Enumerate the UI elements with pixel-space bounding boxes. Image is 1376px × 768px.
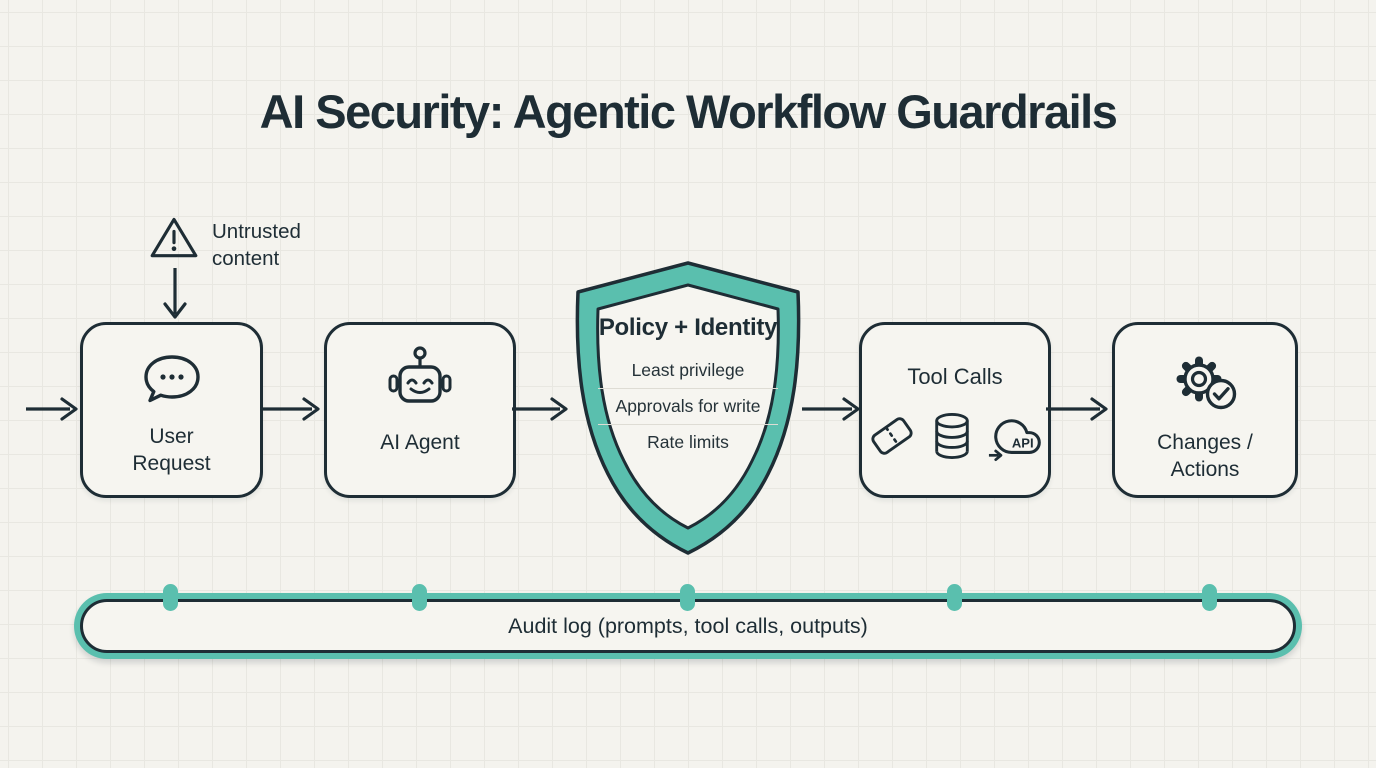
node-changes-actions-label: Changes / Actions [1157, 431, 1253, 481]
gear-check-icon [1176, 356, 1237, 410]
node-user-request-label: User Request [132, 425, 211, 475]
guardrail-least-privilege: Least privilege [631, 360, 745, 380]
guardrail-rate-limits: Rate limits [598, 424, 778, 460]
node-tool-calls-label: Tool Calls [907, 364, 1003, 389]
flow-arrow-2 [512, 397, 568, 421]
audit-connector-tick [412, 584, 427, 611]
audit-connector-tick [163, 584, 178, 611]
node-tool-calls: Tool Calls API [859, 322, 1051, 498]
shield-icon [575, 261, 801, 555]
untrusted-content-label: Untrusted content [212, 220, 301, 270]
flow-entry-arrow [26, 397, 78, 421]
node-changes-actions: Changes / Actions [1112, 322, 1298, 498]
flow-arrow-1 [260, 397, 320, 421]
api-badge-label: API [1012, 436, 1034, 451]
flow-arrow-3 [802, 397, 860, 421]
speech-bubble-icon [143, 355, 200, 403]
audit-log-label: Audit log (prompts, tool calls, outputs) [508, 613, 868, 638]
node-user-request: User Request [80, 322, 263, 498]
untrusted-down-arrow [163, 268, 187, 319]
cloud-api-icon: API [988, 419, 1041, 462]
guardrail-approvals: Approvals for write [598, 388, 778, 424]
page-title: AI Security: Agentic Workflow Guardrails [259, 85, 1118, 138]
ticket-icon [871, 417, 913, 455]
node-policy-identity: Policy + Identity Least privilege Approv… [564, 258, 812, 558]
robot-icon [388, 346, 452, 403]
audit-connector-tick [1202, 584, 1217, 611]
audit-connector-tick [680, 584, 695, 611]
flow-arrow-4 [1046, 397, 1108, 421]
node-ai-agent-label: AI Agent [380, 431, 460, 454]
warning-triangle-icon [150, 217, 198, 258]
audit-connector-tick [947, 584, 962, 611]
policy-identity-title: Policy + Identity [598, 314, 778, 341]
node-ai-agent: AI Agent [324, 322, 516, 498]
database-icon [935, 413, 969, 459]
